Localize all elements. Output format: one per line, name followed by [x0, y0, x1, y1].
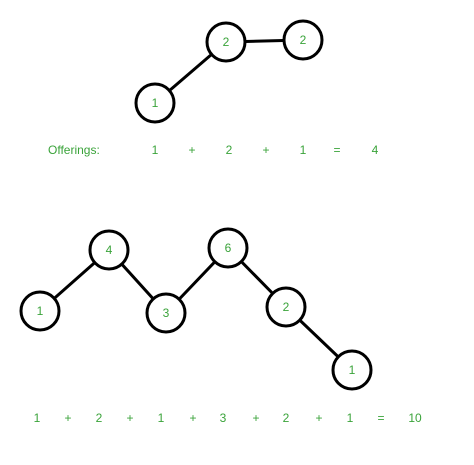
bottom-node-1: 1 — [19, 290, 61, 332]
bottom-node-6: 1 — [331, 349, 373, 391]
bottom-node-label: 6 — [225, 241, 232, 255]
top-tree-nodes: 1 2 2 — [134, 19, 324, 124]
bottom-equation-token: 3 — [220, 411, 227, 425]
bottom-equation-token: 2 — [283, 411, 290, 425]
bottom-node-3: 3 — [145, 292, 187, 334]
top-equation-label: Offerings: — [48, 143, 100, 157]
top-equation-token: + — [188, 143, 195, 157]
top-equation-token: 1 — [152, 143, 159, 157]
bottom-node-circle — [265, 286, 307, 328]
bottom-offerings-equation: 1 +2 +1 +3 +2 +1 = 10 — [34, 411, 422, 425]
bottom-node-circle — [207, 227, 249, 269]
bottom-equation-token: = — [377, 411, 384, 425]
bottom-node-label: 1 — [349, 363, 356, 377]
bottom-node-label: 1 — [37, 304, 44, 318]
bottom-node-label: 4 — [106, 243, 113, 257]
top-equation-token: 1 — [300, 143, 307, 157]
top-equation-token: 2 — [226, 143, 233, 157]
bottom-node-2: 4 — [88, 229, 130, 271]
bottom-equation-token: 1 — [158, 411, 165, 425]
bottom-node-circle — [331, 349, 373, 391]
top-offerings-equation: Offerings: 1 +2 +1 = 4 — [48, 143, 379, 157]
top-node-2: 2 — [205, 21, 247, 63]
bottom-node-5: 2 — [265, 286, 307, 328]
top-node-label: 2 — [300, 33, 307, 47]
bottom-equation-token: + — [189, 411, 196, 425]
bottom-equation-token: + — [315, 411, 322, 425]
top-node-1: 1 — [134, 82, 176, 124]
bottom-node-circle — [88, 229, 130, 271]
top-node-label: 2 — [223, 35, 230, 49]
bottom-tree-nodes: 1 4 3 6 2 1 — [19, 227, 373, 391]
top-equation-token: = — [333, 143, 340, 157]
bottom-node-label: 2 — [283, 300, 290, 314]
top-equation-token: 4 — [372, 143, 379, 157]
top-node-circle — [205, 21, 247, 63]
top-equation-token: + — [262, 143, 269, 157]
bottom-equation-token: + — [252, 411, 259, 425]
bottom-node-label: 3 — [163, 306, 170, 320]
bottom-node-circle — [19, 290, 61, 332]
bottom-equation-token: + — [126, 411, 133, 425]
bottom-equation-token: 2 — [96, 411, 103, 425]
bottom-equation-token: 10 — [408, 411, 422, 425]
top-node-circle — [282, 19, 324, 61]
bottom-equation-token: 1 — [347, 411, 354, 425]
top-node-circle — [134, 82, 176, 124]
bottom-node-circle — [145, 292, 187, 334]
bottom-equation-token: 1 — [34, 411, 41, 425]
top-node-3: 2 — [282, 19, 324, 61]
top-node-label: 1 — [152, 96, 159, 110]
bottom-equation-token: + — [64, 411, 71, 425]
bottom-node-4: 6 — [207, 227, 249, 269]
